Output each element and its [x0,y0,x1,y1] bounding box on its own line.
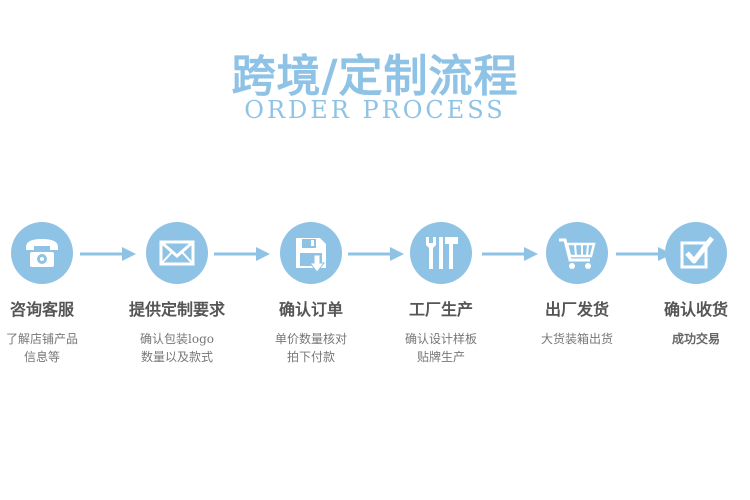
step-description: 大货装箱出货 [517,330,637,348]
arrow-right-icon [482,247,538,261]
step-description: 成功交易 [636,330,750,348]
step-label: 提供定制要求 [128,300,225,319]
arrow-right-icon [348,247,404,261]
step-description: 确认包装logo 数量以及款式 [117,330,237,366]
step-icon-circle [665,222,727,284]
step-description: 确认设计样板 贴牌生产 [381,330,501,366]
process-step-production: 工厂生产 确认设计样板 贴牌生产 [381,222,501,366]
shopping-cart-icon [559,238,596,269]
step-description-line: 数量以及款式 [140,350,213,364]
step-label: 确认订单 [278,300,343,319]
step-description-line: 单价数量核对 [274,332,347,346]
step-label: 咨询客服 [9,300,74,319]
step-icon-circle [11,222,73,284]
step-icon-circle [410,222,472,284]
arrow-right-icon [214,247,270,261]
step-description-line: 大货装箱出货 [540,332,613,346]
process-step-requirements: 提供定制要求 确认包装logo 数量以及款式 [117,222,237,366]
step-description-line: 信息等 [23,350,60,364]
step-description: 了解店铺产品 信息等 [0,330,102,366]
envelope-icon [159,240,195,266]
step-description: 单价数量核对 拍下付款 [251,330,371,366]
step-description-line: 确认包装logo [140,332,214,346]
process-step-receive: 确认收货 成功交易 [636,222,750,348]
step-label: 工厂生产 [408,300,473,319]
process-step-confirm-order: 确认订单 单价数量核对 拍下付款 [251,222,371,366]
step-description-line: 贴牌生产 [416,350,465,364]
checkbox-icon [680,236,714,269]
tools-icon [426,237,458,269]
process-step-shipping: 出厂发货 大货装箱出货 [517,222,637,348]
page-title: 跨境/定制流程 [231,51,519,102]
step-description-line: 拍下付款 [286,350,335,364]
arrow-right-icon [80,247,136,261]
step-description-line: 确认设计样板 [404,332,477,346]
telephone-icon [26,239,58,267]
step-icon-circle [146,222,208,284]
save-download-icon [296,238,326,273]
step-description-line: 了解店铺产品 [5,332,78,346]
process-step-consult: 咨询客服 了解店铺产品 信息等 [0,222,102,366]
page-subtitle: ORDER PROCESS [244,96,506,124]
step-description-line: 成功交易 [671,332,720,346]
step-icon-circle [546,222,608,284]
step-label: 确认收货 [663,300,728,319]
step-label: 出厂发货 [544,300,609,319]
step-icon-circle [280,222,342,284]
